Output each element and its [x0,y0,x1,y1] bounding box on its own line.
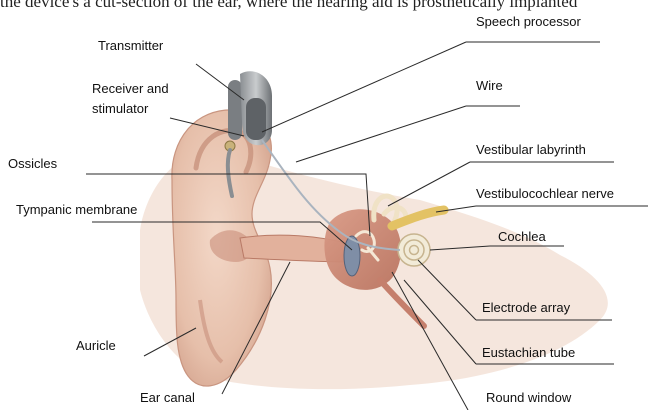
label-cochlea: Cochlea [498,229,546,244]
label-round-window: Round window [486,390,572,405]
cochlea-shape [398,234,430,266]
label-wire: Wire [476,78,503,93]
label-ossicles: Ossicles [8,156,58,171]
label-eustachian-tube: Eustachian tube [482,345,575,360]
label-receiver-line2: stimulator [92,101,149,116]
label-electrode-array: Electrode array [482,300,571,315]
label-vestibulocochlear-nerve: Vestibulocochlear nerve [476,186,614,201]
label-tympanic-membrane: Tympanic membrane [16,202,137,217]
label-speech-processor: Speech processor [476,14,581,29]
leader-wire [296,106,466,162]
leader-speech-processor [262,42,466,132]
label-auricle: Auricle [76,338,116,353]
label-vestibular-labyrinth: Vestibular labyrinth [476,142,586,157]
label-receiver-line1: Receiver and [92,81,169,96]
label-ear-canal: Ear canal [140,390,195,405]
label-transmitter: Transmitter [98,38,164,53]
leader-vestibular [388,162,470,206]
